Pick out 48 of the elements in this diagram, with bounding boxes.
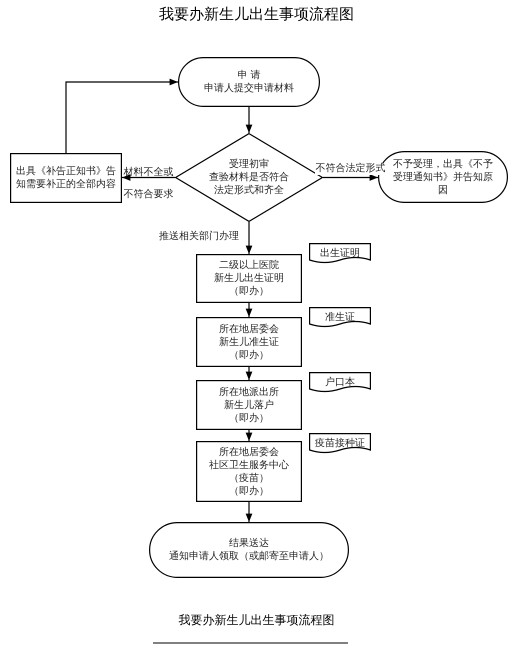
node-text: （疫苗） <box>229 472 269 484</box>
process-box <box>10 153 122 203</box>
node-text: 准生证 <box>325 310 355 324</box>
title: 我要办新生儿出生事项流程图 <box>158 5 355 24</box>
process-box <box>196 380 302 430</box>
node-text: 出具《补告正知书》告知需要补正的全部内容 <box>15 165 117 191</box>
edge-label: 不符合法定形式 <box>314 162 386 174</box>
node-text: （即办） <box>229 285 269 298</box>
node-text: （即办） <box>229 348 269 362</box>
node-text: 所在地居委会 <box>219 322 279 336</box>
document-shape <box>309 307 371 327</box>
process-box <box>196 254 302 303</box>
node-text: 所在地居委会 <box>219 446 279 458</box>
arrow <box>323 174 378 181</box>
node-text: 申请人提交申请材料 <box>204 82 294 95</box>
edge-label: 材料不全或不符合要求 <box>122 166 174 202</box>
node-text: 所在地派出所 <box>219 386 279 398</box>
node-text: 申 请 <box>237 69 261 82</box>
node-text: 新生儿出生证明 <box>214 272 284 285</box>
arrow <box>246 222 252 254</box>
arrow <box>246 107 252 133</box>
process-box <box>196 317 302 367</box>
arrow <box>246 502 252 522</box>
node-text: 查验材料是否符合法定形式和齐全 <box>208 171 290 197</box>
node-text: 不予受理，出具《不予受理通知书》并告知原因 <box>392 158 494 196</box>
node-text: 出生证明 <box>320 246 360 260</box>
arrow <box>65 78 178 153</box>
node-text: 受理初审 <box>229 158 269 171</box>
node-text: 新生儿落户 <box>224 398 274 412</box>
node-text: 通知申请人领取（或邮寄至申请人） <box>169 550 329 563</box>
arrow <box>122 174 175 181</box>
node-text: 二级以上医院 <box>219 259 279 272</box>
caption: 我要办新生儿出生事项流程图 <box>178 612 336 629</box>
arrow <box>246 430 252 441</box>
arrow <box>246 367 252 380</box>
process-box <box>196 441 302 502</box>
document-shape <box>309 433 371 453</box>
node-text: （即办） <box>229 484 269 498</box>
document-shape <box>309 243 371 263</box>
node-text: （即办） <box>229 412 269 424</box>
document-shape <box>309 372 371 392</box>
arrow <box>246 303 252 317</box>
node-text: 结果送达 <box>229 537 269 550</box>
node-text: 疫苗接种证 <box>315 436 365 450</box>
node-text: 户口本 <box>325 376 355 388</box>
node-text: 新生儿准生证 <box>219 336 279 348</box>
node-text: 社区卫生服务中心 <box>209 458 289 472</box>
terminal-shape <box>178 57 320 107</box>
